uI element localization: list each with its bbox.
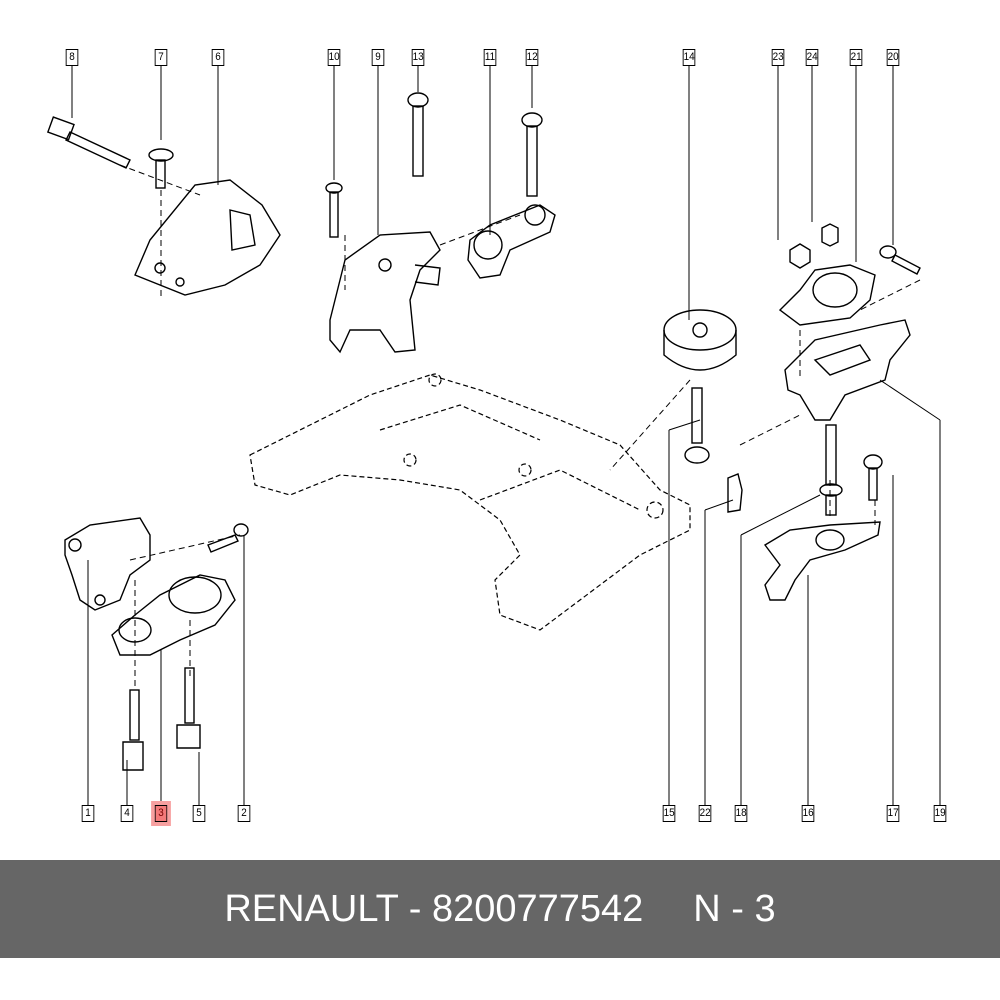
- mount-3: [111, 574, 236, 656]
- callout-21[interactable]: 21: [849, 49, 863, 66]
- exploded-parts-diagram: [46, 66, 941, 805]
- bracket-16: [763, 521, 881, 601]
- bolt-4: [122, 689, 144, 771]
- bracket-19: [784, 319, 911, 421]
- mount-21: [778, 264, 876, 326]
- bolt-17: [863, 454, 883, 501]
- footer-bar: RENAULT - 8200777542 N - 3: [0, 860, 1000, 958]
- callout-4[interactable]: 4: [120, 805, 134, 822]
- bolt-22: [727, 473, 743, 513]
- bracket-1: [64, 517, 151, 611]
- callout-18[interactable]: 18: [734, 805, 748, 822]
- bolt-5: [176, 667, 201, 749]
- bolt-12: [521, 112, 543, 197]
- callout-16[interactable]: 16: [801, 805, 815, 822]
- bolt-7: [148, 148, 174, 189]
- callout-1[interactable]: 1: [81, 805, 95, 822]
- bolt-13: [407, 92, 429, 177]
- bolt-15: [684, 387, 710, 464]
- bolt-10: [325, 182, 343, 238]
- callout-7[interactable]: 7: [154, 49, 168, 66]
- engine-mount-6: [134, 179, 281, 296]
- callout-17[interactable]: 17: [886, 805, 900, 822]
- callout-6[interactable]: 6: [211, 49, 225, 66]
- callout-19[interactable]: 19: [933, 805, 947, 822]
- leader-lines: [71, 66, 941, 805]
- nut-23: [789, 243, 811, 269]
- callout-20[interactable]: 20: [886, 49, 900, 66]
- callout-24[interactable]: 24: [805, 49, 819, 66]
- callout-15[interactable]: 15: [662, 805, 676, 822]
- footer-brand-part-number: RENAULT - 8200777542: [224, 887, 644, 930]
- callout-23[interactable]: 23: [771, 49, 785, 66]
- bolt-20: [879, 245, 921, 275]
- torque-rod-11: [467, 204, 556, 279]
- callout-9[interactable]: 9: [371, 49, 385, 66]
- callout-13[interactable]: 13: [411, 49, 425, 66]
- callout-2[interactable]: 2: [237, 805, 251, 822]
- subframe: [249, 373, 691, 631]
- damper-14: [663, 309, 737, 371]
- bracket-9: [329, 231, 441, 354]
- callout-12[interactable]: 12: [525, 49, 539, 66]
- callout-3[interactable]: 3: [151, 801, 171, 826]
- callout-8[interactable]: 8: [65, 49, 79, 66]
- nut-24: [821, 223, 839, 247]
- callout-11[interactable]: 11: [483, 49, 497, 66]
- callout-5[interactable]: 5: [192, 805, 206, 822]
- callout-22[interactable]: 22: [698, 805, 712, 822]
- callout-10[interactable]: 10: [327, 49, 341, 66]
- bolt-8: [46, 116, 131, 169]
- assembly-dashes: [119, 164, 921, 690]
- bolt-2: [207, 523, 249, 553]
- footer-position-code: N - 3: [693, 887, 776, 930]
- stud-18: [819, 424, 843, 516]
- callout-14[interactable]: 14: [682, 49, 696, 66]
